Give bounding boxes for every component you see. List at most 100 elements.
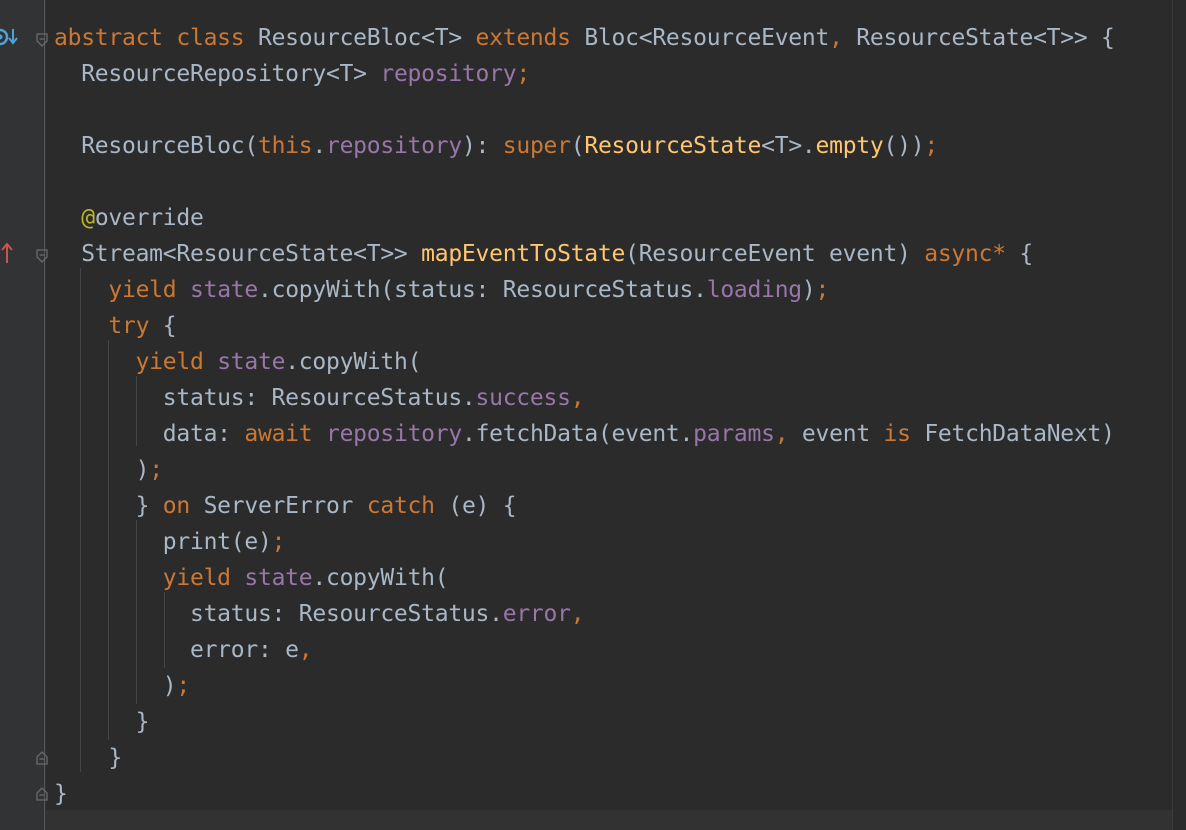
code-token: ResourceBloc<T> (244, 25, 476, 51)
code-token: } (54, 781, 68, 807)
code-line[interactable]: ResourceRepository<T> repository; (54, 56, 530, 92)
code-token: (ResourceEvent event) (625, 241, 925, 267)
indent-guide (136, 376, 137, 446)
code-token: repository (380, 61, 517, 87)
code-token: extends (475, 25, 571, 51)
code-token: mapEventToState (421, 241, 626, 267)
code-token: repository (325, 133, 462, 159)
code-token: yield (162, 565, 231, 591)
code-line[interactable]: } (54, 776, 68, 812)
fold-icon[interactable] (36, 786, 48, 801)
code-token: ) (54, 457, 150, 483)
code-token: } (54, 709, 150, 735)
code-token: { (149, 313, 177, 339)
code-token (204, 349, 218, 375)
indent-guide (164, 592, 165, 668)
code-line[interactable]: @override (54, 200, 204, 236)
code-token: event (788, 421, 884, 447)
code-token: override (94, 205, 204, 231)
code-token: this (257, 133, 313, 159)
code-token: ; (176, 673, 190, 699)
code-token: ) (54, 673, 177, 699)
code-token (54, 205, 81, 231)
fold-icon[interactable] (36, 248, 48, 263)
code-token (176, 277, 190, 303)
code-line[interactable]: print(e); (54, 524, 286, 560)
code-token: ; (815, 277, 830, 303)
indent-guide (108, 340, 109, 740)
code-token: .copyWith( (285, 349, 422, 375)
code-line[interactable]: try { (54, 308, 176, 344)
code-line[interactable]: ); (54, 668, 190, 704)
code-token: Stream<ResourceState<T>> (54, 241, 422, 267)
code-line[interactable]: yield state.copyWith(status: ResourceSta… (54, 272, 829, 308)
code-token: FetchDataNext) (910, 421, 1115, 447)
code-token: success (475, 385, 571, 411)
override-icon[interactable] (0, 241, 14, 265)
code-line[interactable]: abstract class ResourceBloc<T> extends B… (54, 20, 1115, 56)
code-token: ResourceState<T>> { (842, 25, 1115, 51)
code-token (312, 421, 326, 447)
code-line[interactable]: yield state.copyWith( (54, 560, 449, 596)
code-token: .copyWith(status: ResourceStatus. (258, 277, 707, 303)
code-token: error: e (54, 637, 299, 663)
code-token: status: ResourceStatus. (54, 601, 503, 627)
code-line[interactable]: Stream<ResourceState<T>> mapEventToState… (54, 236, 1033, 272)
code-line[interactable]: } (54, 740, 122, 776)
code-line[interactable]: status: ResourceStatus.error, (54, 596, 585, 632)
code-line[interactable]: status: ResourceStatus.success, (54, 380, 585, 416)
code-line[interactable]: } on ServerError catch (e) { (54, 488, 517, 524)
code-token: ; (271, 529, 286, 555)
code-token: ResourceRepository<T> (54, 61, 381, 87)
indent-guide (136, 520, 137, 704)
code-token (54, 277, 108, 303)
code-token: catch (366, 493, 435, 519)
code-token: , (774, 421, 789, 447)
code-line[interactable]: error: e, (54, 632, 313, 668)
code-token: state (217, 349, 286, 375)
code-token: ServerError (189, 493, 367, 519)
code-token: super (502, 133, 571, 159)
code-token: .fetchData(event. (461, 421, 694, 447)
editor-gutter[interactable] (0, 0, 46, 830)
code-token: .copyWith( (312, 565, 449, 591)
code-token: (e) { (434, 493, 517, 519)
code-line[interactable]: } (54, 704, 150, 740)
indent-guide (80, 268, 81, 772)
code-token: empty (815, 133, 884, 159)
code-token: ): (461, 133, 503, 159)
code-token (163, 25, 177, 51)
code-token (54, 349, 136, 375)
code-token: state (190, 277, 258, 303)
code-token: ; (149, 457, 163, 483)
editor-right-edge (1172, 0, 1186, 830)
code-token: ResourceBloc( (54, 133, 258, 159)
code-token: ; (924, 133, 938, 159)
code-token: { (1005, 241, 1034, 267)
code-line[interactable]: yield state.copyWith( (54, 344, 422, 380)
code-token: yield (135, 349, 204, 375)
code-token: ( (570, 133, 585, 159)
code-token (54, 565, 163, 591)
code-token: is (883, 421, 911, 447)
code-token: try (108, 313, 150, 339)
code-token: async* (924, 241, 1006, 267)
code-token: loading (706, 277, 802, 303)
gutter-divider (44, 0, 45, 830)
code-line[interactable]: ResourceBloc(this.repository): super(Res… (54, 128, 938, 164)
code-token: Bloc<ResourceEvent (570, 25, 830, 51)
code-token: ) (801, 277, 816, 303)
code-token: , (570, 385, 585, 411)
fold-icon[interactable] (36, 32, 48, 47)
code-line[interactable]: ); (54, 452, 163, 488)
implemented-icon[interactable] (0, 26, 18, 48)
fold-icon[interactable] (36, 750, 48, 765)
code-token (231, 565, 245, 591)
code-token: , (829, 25, 843, 51)
code-line[interactable]: data: await repository.fetchData(event.p… (54, 416, 1115, 452)
code-token: await (244, 421, 313, 447)
code-token: } (54, 745, 122, 771)
code-token: state (244, 565, 313, 591)
code-token: <T>. (761, 133, 816, 159)
